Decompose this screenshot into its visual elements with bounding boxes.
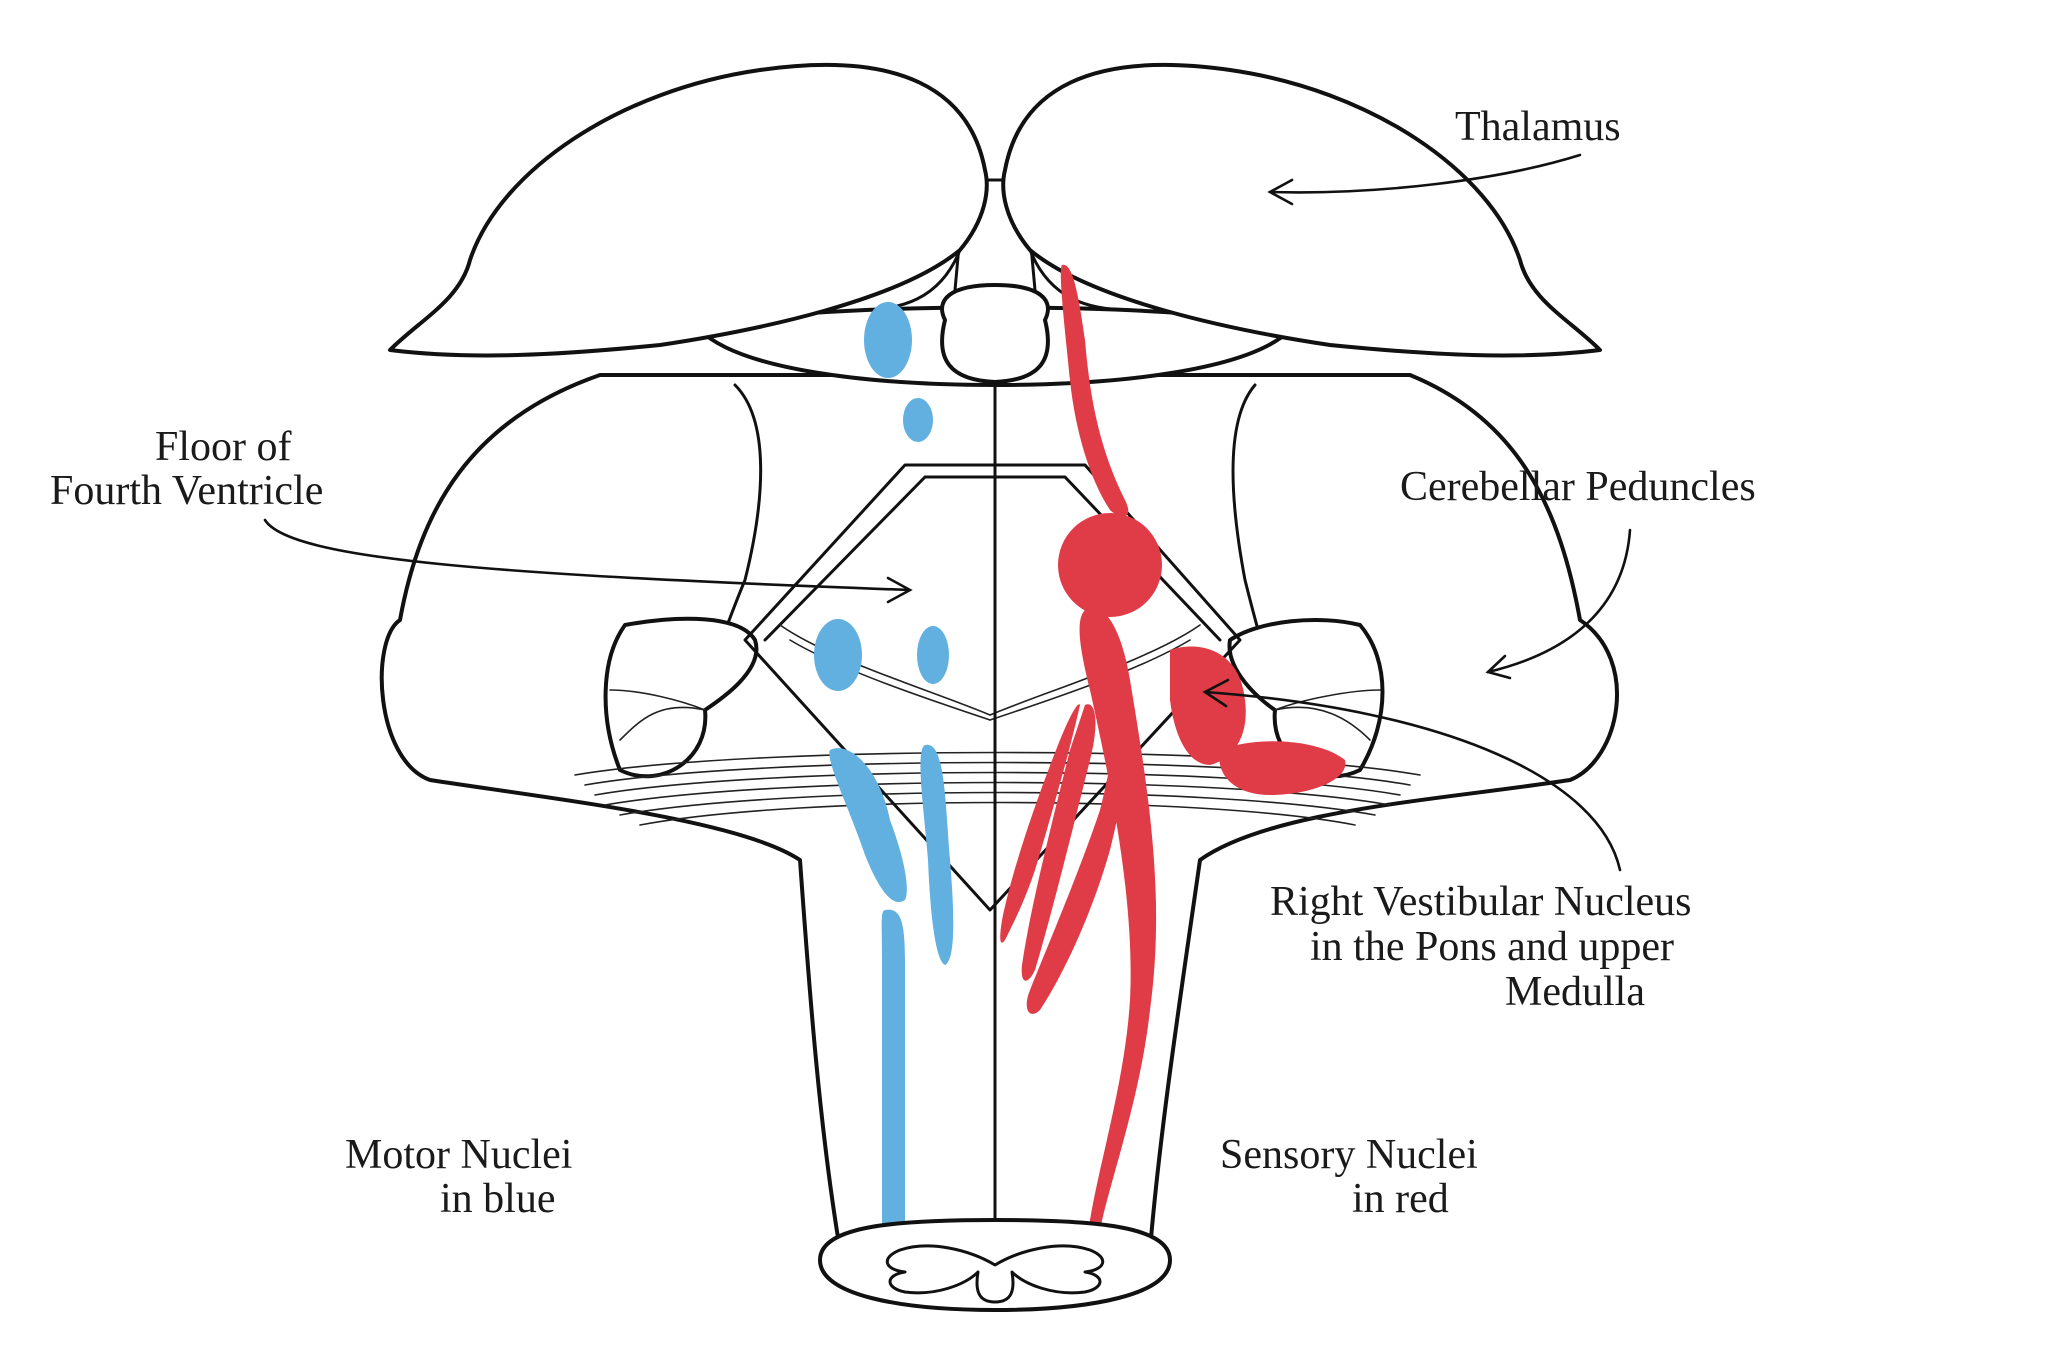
- peduncles-label: Cerebellar Peduncles: [1400, 464, 1756, 510]
- right-thalamus: [1001, 62, 1602, 358]
- motor-nucleus-facial: [917, 626, 949, 684]
- sensory-nucleus-vestibular: [1170, 646, 1246, 765]
- vestibular-label-line2: in the Pons and upper: [1310, 924, 1674, 970]
- motor-nucleus-hypoglossal: [881, 909, 905, 1243]
- grey-matter-butterfly: [886, 1244, 1104, 1304]
- peduncle-arrowhead: [1485, 654, 1512, 680]
- motor-nucleus-trochlear: [903, 398, 933, 442]
- motor-nucleus-dorsal-vagal: [920, 744, 954, 965]
- motor-nuclei: [814, 302, 954, 1243]
- pineal-body: [940, 283, 1050, 384]
- sensory-nucleus-solitary: [1021, 704, 1096, 981]
- sensory-nuclei: [1000, 264, 1346, 1239]
- sensory-nucleus-mesencephalic: [1060, 264, 1129, 517]
- motor-label-line1: Motor Nuclei: [345, 1132, 572, 1178]
- sensory-label-line2: in red: [1352, 1176, 1449, 1222]
- right-peduncle-lobe: [1227, 618, 1385, 779]
- sensory-nucleus-cochlear: [1219, 741, 1346, 795]
- sensory-nucleus-medial-strip: [1000, 704, 1080, 943]
- vestibular-label-line1: Right Vestibular Nucleus: [1270, 879, 1692, 925]
- vestibular-arrowhead: [1202, 678, 1230, 708]
- sensory-nucleus-spinal-trigeminal: [1079, 607, 1157, 1239]
- thalamus-label: Thalamus: [1455, 104, 1621, 150]
- thalamus-arrow: [1268, 153, 1582, 194]
- sensory-nucleus-principal: [1058, 513, 1162, 617]
- left-lobe-fibers: [609, 689, 706, 741]
- motor-nucleus-abducens: [814, 619, 862, 691]
- floor-arrowhead: [886, 576, 913, 604]
- fourth-ventricle-inner: [763, 475, 1222, 642]
- sensory-label-line1: Sensory Nuclei: [1220, 1132, 1478, 1178]
- floor-label-line2: Fourth Ventricle: [50, 468, 323, 514]
- right-lobe-fibers: [1274, 689, 1381, 741]
- floor-label-line1: Floor of: [155, 424, 292, 470]
- vestibular-label-line3: Medulla: [1505, 969, 1645, 1015]
- motor-nucleus-ambiguus: [829, 748, 907, 902]
- sensory-nucleus-lateral-strip: [1026, 745, 1126, 1014]
- vestibular-arrow: [1203, 690, 1622, 872]
- thalamus-arrowhead: [1267, 178, 1294, 206]
- motor-nucleus-oculomotor: [864, 302, 912, 378]
- floor-arrow: [263, 518, 912, 592]
- leader-arrows: [263, 153, 1632, 872]
- left-thalamus: [388, 62, 989, 358]
- peduncle-arrow: [1486, 528, 1632, 674]
- striae-left: [779, 624, 991, 721]
- motor-label-line2: in blue: [440, 1176, 555, 1222]
